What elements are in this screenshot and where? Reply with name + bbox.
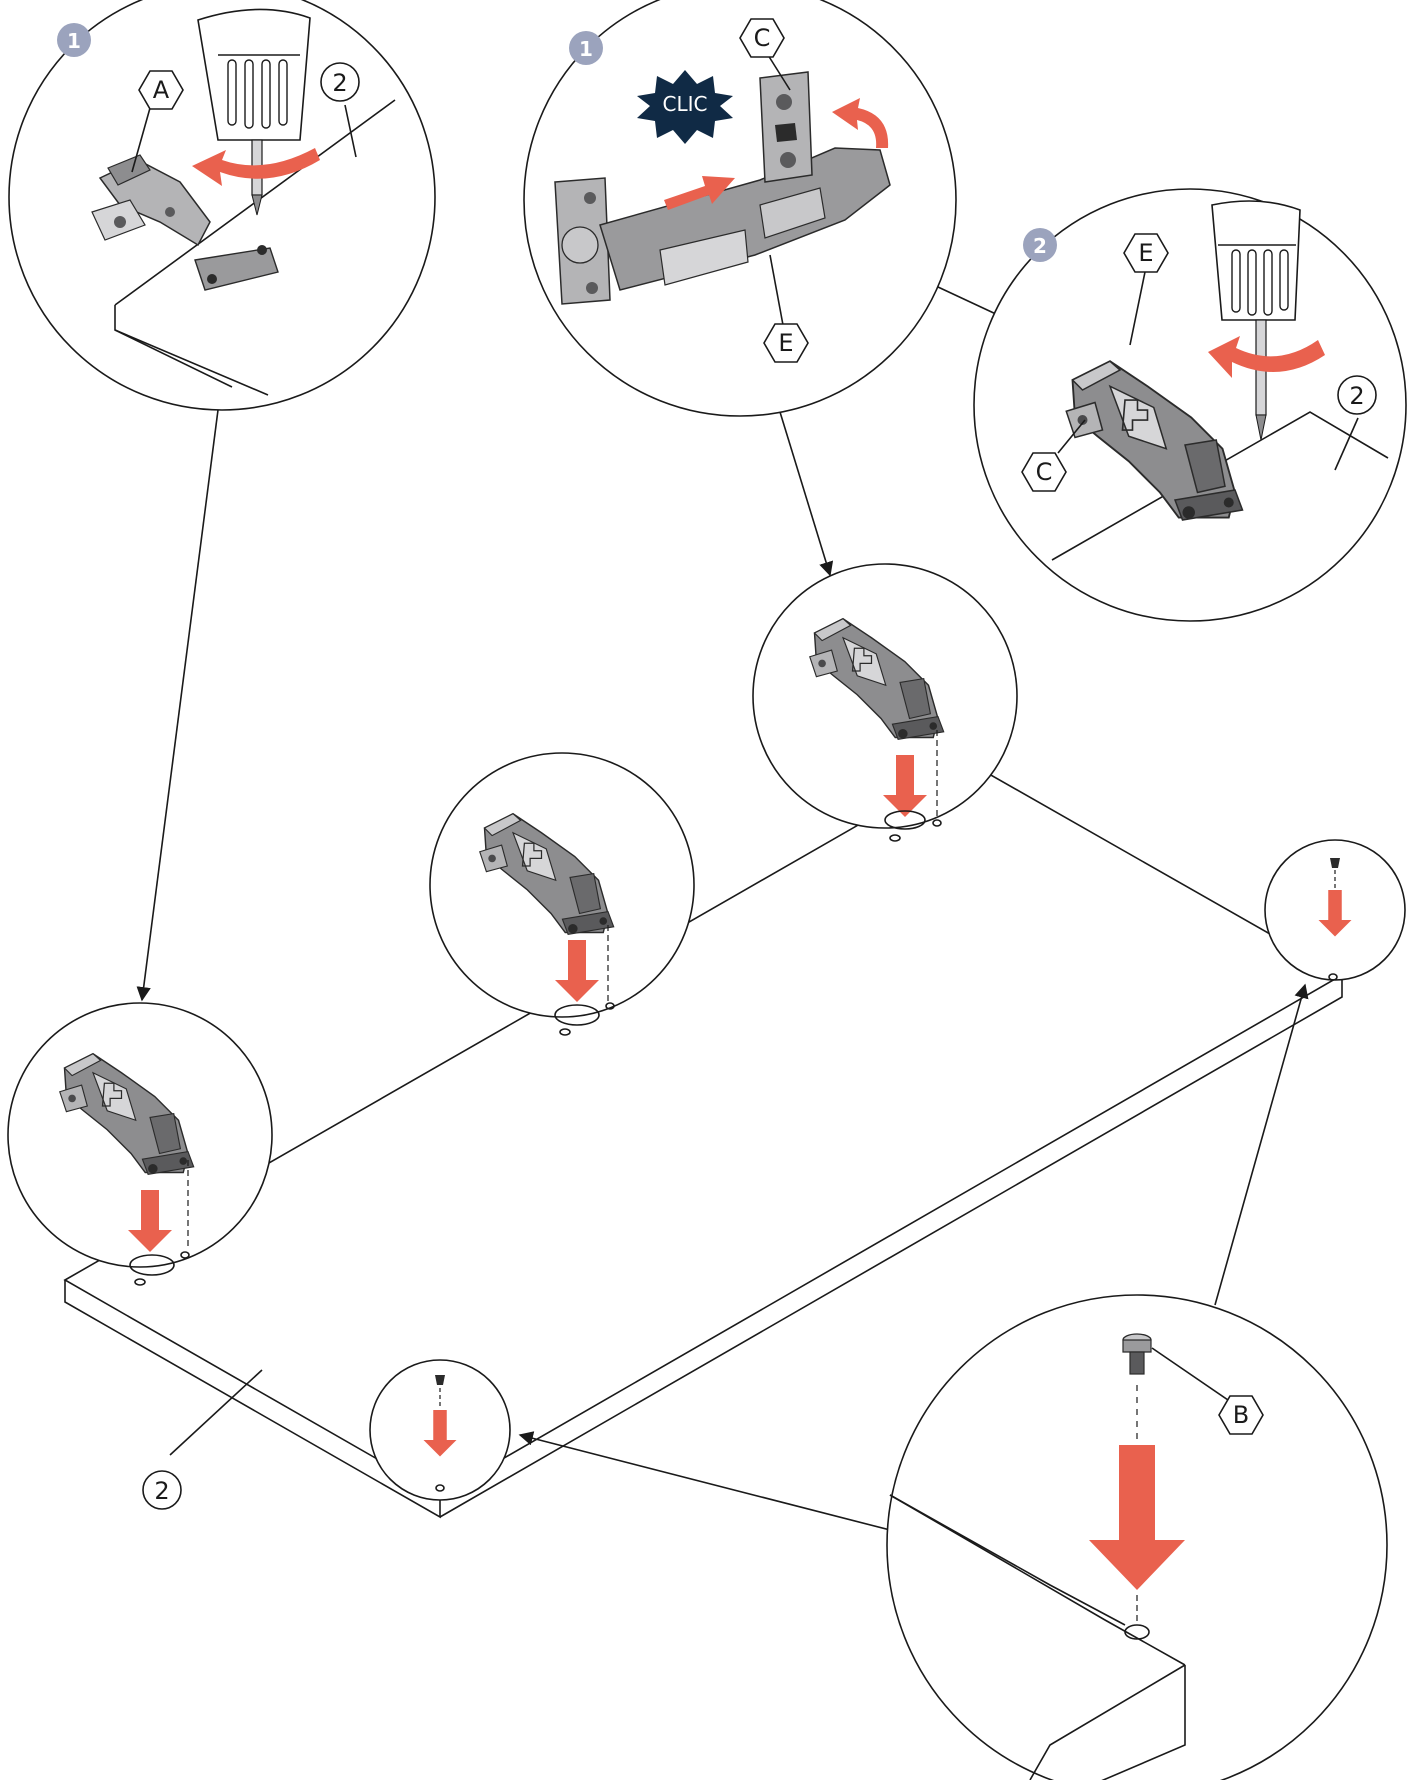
detail-circle-dowel bbox=[887, 1295, 1387, 1780]
label-e: E bbox=[778, 329, 793, 357]
step-number-1-left: 1 bbox=[67, 29, 81, 53]
leader-arrow-hinge-a bbox=[142, 410, 218, 1000]
hinge-position-bottom bbox=[8, 1003, 272, 1285]
detail-circle-hinge-a bbox=[9, 0, 435, 410]
panel-label-tl: 2 bbox=[332, 69, 347, 97]
label-e-right: E bbox=[1138, 239, 1153, 267]
hinge-position-top bbox=[753, 564, 1017, 841]
label-a: A bbox=[153, 76, 170, 104]
leader-arrow-hinge-e bbox=[780, 412, 830, 575]
clic-label: CLIC bbox=[663, 92, 708, 116]
label-c-right: C bbox=[1036, 458, 1053, 486]
dowel-position-right bbox=[1265, 840, 1405, 980]
label-c: C bbox=[754, 24, 771, 52]
leader-link-line bbox=[938, 287, 998, 315]
leader-arrow-dowel-right bbox=[1215, 985, 1305, 1305]
panel-label-tr: 2 bbox=[1349, 382, 1364, 410]
step-number-2: 2 bbox=[1033, 234, 1047, 258]
panel-label: 2 bbox=[154, 1477, 169, 1505]
hinge-position-middle bbox=[430, 753, 694, 1035]
step-number-1-center: 1 bbox=[579, 37, 593, 61]
leader-arrow-dowel-left bbox=[520, 1435, 890, 1530]
dowel-position-left bbox=[370, 1360, 510, 1500]
panel-leader-line bbox=[170, 1370, 262, 1455]
label-b: B bbox=[1233, 1401, 1249, 1429]
